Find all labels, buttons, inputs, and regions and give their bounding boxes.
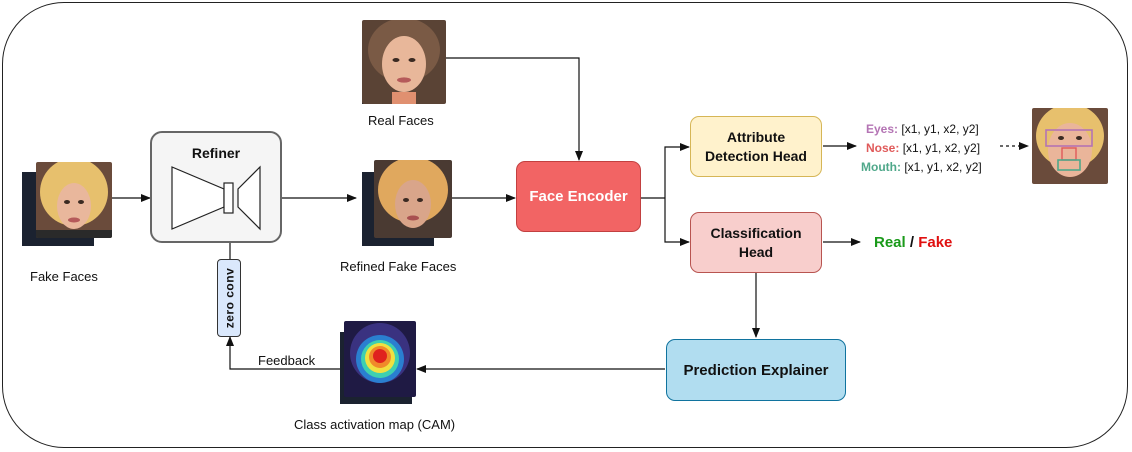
arrow-real-to-encoder (446, 57, 583, 161)
attribute-mouth-name: Mouth: (861, 160, 901, 174)
classification-head-line1: Classification (710, 224, 802, 241)
attribute-mouth-coords: [x1, y1, x2, y2] (904, 160, 982, 174)
real-face-photo (362, 20, 446, 104)
cam-label: Class activation map (CAM) (294, 417, 456, 432)
output-separator: / (909, 234, 915, 251)
classification-head-line2: Head (738, 243, 774, 260)
arrow-encoder-to-attribute (664, 143, 690, 198)
fake-faces-label: Fake Faces (30, 269, 98, 284)
refiner-title: Refiner (191, 145, 241, 161)
zero-conv-label: zero conv (222, 267, 237, 329)
output-real: Real (874, 234, 906, 251)
arrow-encoder-to-classification (664, 198, 690, 246)
attribute-mouth: Mouth: [x1, y1, x2, y2] (861, 160, 982, 174)
attribute-nose-coords: [x1, y1, x2, y2] (902, 141, 981, 155)
prediction-explainer-block: Prediction Explainer (666, 339, 846, 401)
prediction-output: Real / Fake (874, 234, 952, 251)
real-faces-label: Real Faces (368, 113, 434, 128)
attribute-eyes: Eyes: [x1, y1, x2, y2] (866, 122, 979, 136)
attribute-nose-name: Nose: (866, 141, 900, 155)
refined-faces-label: Refined Fake Faces (340, 259, 457, 274)
attribute-head-line2: Detection Head (705, 147, 807, 164)
fake-face-photo (36, 162, 112, 238)
attribute-eyes-coords: [x1, y1, x2, y2] (901, 122, 979, 136)
refiner-autoencoder-icon (171, 165, 261, 231)
feedback-label: Feedback (258, 353, 316, 368)
attribute-detection-head-block: Attribute Detection Head (690, 116, 822, 177)
classification-head-block: Classification Head (690, 212, 822, 273)
attribute-nose: Nose: [x1, y1, x2, y2] (866, 141, 980, 155)
attribute-eyes-name: Eyes: (866, 122, 899, 136)
refined-face-photo (374, 160, 452, 238)
prediction-explainer-label: Prediction Explainer (683, 361, 829, 379)
face-encoder-block: Face Encoder (516, 161, 641, 232)
attribute-head-line1: Attribute (726, 128, 786, 145)
arrow-feedback-to-zeroconv (226, 336, 340, 370)
face-encoder-label: Face Encoder (529, 188, 628, 205)
annotated-face-photo (1032, 108, 1108, 184)
cam-heatmap-icon (344, 321, 416, 397)
zero-conv-block: zero conv (217, 259, 241, 337)
output-fake: Fake (918, 234, 953, 251)
